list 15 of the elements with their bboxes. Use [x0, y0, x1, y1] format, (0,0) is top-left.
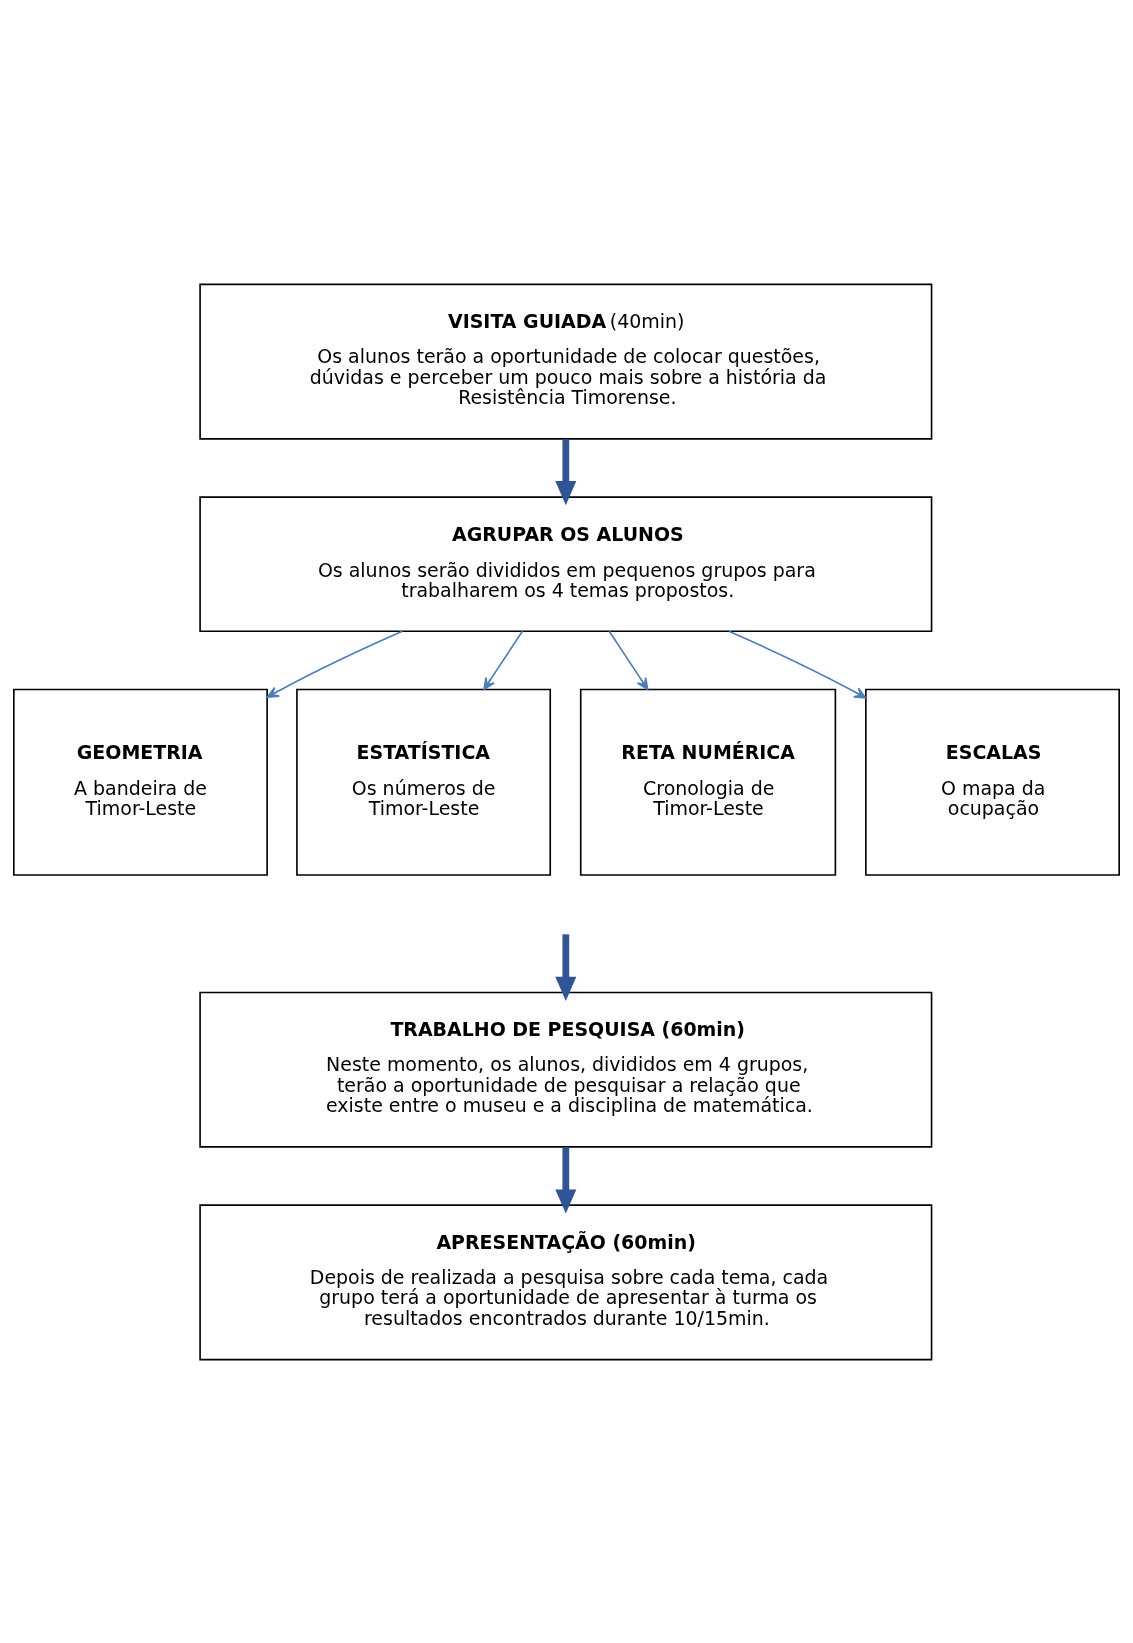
node-box: RETA NUMÉRICA Cronologia de Timor-Leste: [579, 688, 837, 876]
node-box: TRABALHO DE PESQUISA (60min) Neste momento, os alunos, divididos em 4 grupos, terão a oportunidade de pesquisar a relação que existe entre o museu e a disciplina de matemática.: [199, 991, 933, 1148]
arrow: [266, 629, 404, 698]
node-box: ESCALAS O mapa da ocupação: [865, 688, 1120, 876]
node-box: VISITA GUIADA (40min) Os alunos terão a oportunidade de colocar questões, dúvidas e perceber um pouco mais sobre a história da Resistência Timorense.: [199, 283, 933, 440]
arrow: [555, 1146, 577, 1213]
arrow: [608, 629, 649, 690]
arrow: [555, 438, 577, 505]
node-box: AGRUPAR OS ALUNOS Os alunos serão divididos em pequenos grupos para trabalharem os 4 temas propostos.: [199, 495, 933, 632]
node-box: ESTATÍSTICA Os números de Timor-Leste: [296, 688, 552, 876]
node-box: APRESENTAÇÃO (60min) Depois de realizada a pesquisa sobre cada tema, cada grupo terá a oportunidade de apresentar à turma os resultados encontrados durante 10/15min.: [199, 1203, 933, 1360]
arrow: [555, 933, 577, 1001]
arrow: [728, 629, 867, 699]
arrow: [483, 629, 524, 690]
node-box: GEOMETRIA A bandeira de Timor-Leste: [13, 688, 268, 876]
